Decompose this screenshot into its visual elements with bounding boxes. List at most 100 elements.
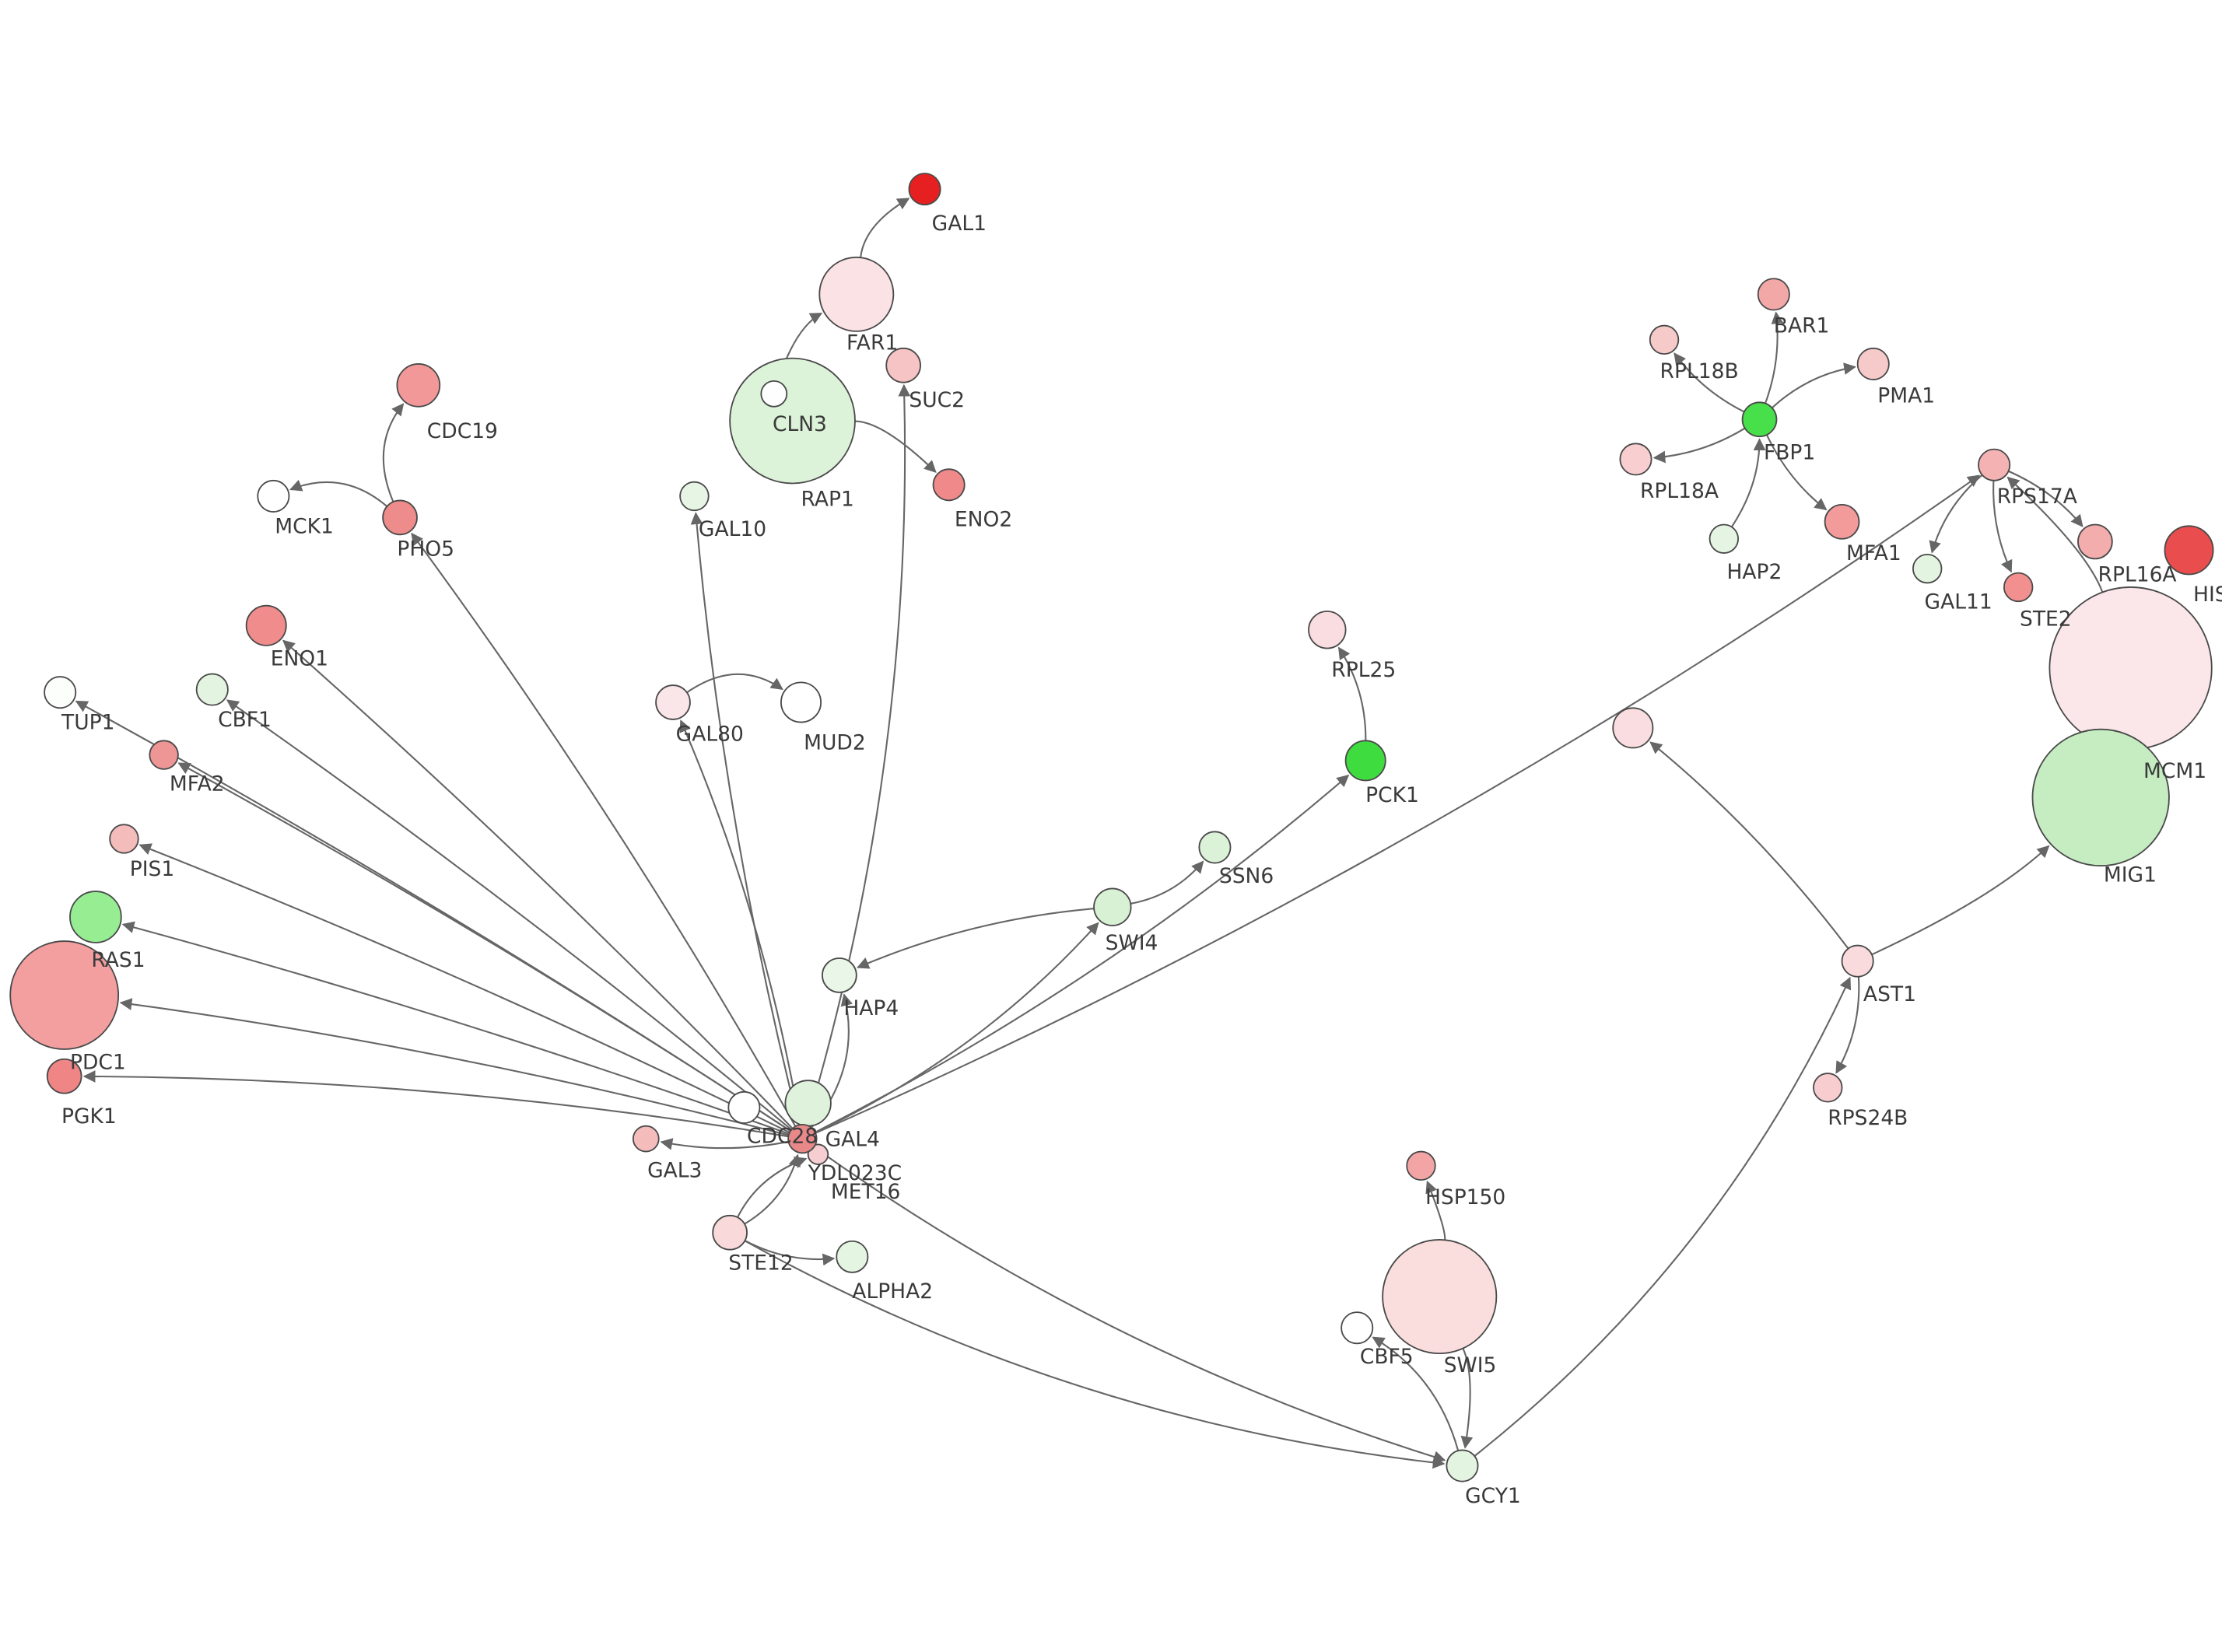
node-MCM1[interactable] (2049, 586, 2213, 751)
node-GCY1[interactable] (1446, 1449, 1479, 1482)
node-RPL18B[interactable] (1649, 324, 1680, 355)
edge-MCM1-RPS17A[interactable] (2006, 476, 2104, 593)
edge-FBP1-MFA1[interactable] (1765, 434, 1828, 511)
edge-GAL4-SUC2[interactable] (805, 383, 911, 1125)
node-FAR1[interactable] (818, 256, 895, 332)
node-HAP4[interactable] (822, 957, 857, 993)
edge-PHO5-MCK1[interactable] (289, 479, 388, 507)
node-GAL10[interactable] (679, 481, 710, 512)
node-PCK1[interactable] (1344, 740, 1386, 782)
edge-GAL80-MUD2[interactable] (686, 673, 783, 694)
node-FBP1[interactable] (1741, 401, 1778, 438)
node-SWI4[interactable] (1093, 887, 1132, 926)
node-GAL80[interactable] (655, 684, 691, 720)
edge-FBP1-BAR1[interactable] (1765, 311, 1784, 404)
node-ENO2[interactable] (932, 468, 966, 502)
node-STE2[interactable] (2003, 572, 2034, 603)
edge-GAL4-CBF1[interactable] (226, 699, 792, 1131)
node-HAP2[interactable] (1709, 523, 1740, 554)
edge-AST1-MIG1[interactable] (1871, 845, 2050, 956)
node-GAL11[interactable] (1912, 553, 1943, 584)
node-N1[interactable] (1612, 707, 1654, 749)
edge-HAP2-FBP1[interactable] (1730, 438, 1766, 527)
node-SWI5[interactable] (1382, 1238, 1498, 1355)
node-HIS4[interactable] (2164, 525, 2214, 576)
node-label-PIS1: PIS1 (130, 857, 174, 881)
edge-RAP1-ENO2[interactable] (854, 420, 937, 473)
edge-FBP1-PMA1[interactable] (1771, 362, 1856, 409)
edge-GAL4-MFA2[interactable] (177, 762, 791, 1132)
edge-FAR1-GAL1[interactable] (860, 198, 910, 258)
edge-RPS17A-GAL11[interactable] (1929, 474, 1983, 554)
node-PHO5[interactable] (382, 499, 418, 536)
edge-GAL4-GCY1[interactable] (813, 1146, 1446, 1463)
edge-AST1-RPS24B[interactable] (1835, 976, 1860, 1074)
node-MFA1[interactable] (1824, 503, 1860, 540)
edge-STE12-GCY1[interactable] (744, 1240, 1446, 1469)
edge-RPS17A-STE2[interactable] (1992, 480, 2013, 573)
edge-GAL4-GAL10[interactable] (690, 512, 800, 1125)
node-STE12[interactable] (712, 1214, 748, 1251)
node-RPL16A[interactable] (2077, 523, 2113, 560)
node-label-MFA2: MFA2 (170, 772, 225, 796)
node-PDC1[interactable] (9, 940, 120, 1050)
edge-SWI5-GCY1[interactable] (1460, 1348, 1474, 1449)
node-CBF1[interactable] (195, 673, 229, 706)
node-RPS17A[interactable] (1978, 448, 2011, 481)
edge-SWI4-SSN6[interactable] (1130, 860, 1204, 905)
edge-GAL4-PIS1[interactable] (138, 843, 790, 1134)
node-MCK1[interactable] (257, 479, 290, 513)
node-CBF5[interactable] (1341, 1311, 1374, 1345)
edge-STE12-YDL023C[interactable] (737, 1157, 808, 1218)
node-GAL1[interactable] (908, 173, 941, 206)
edge-GAL4-ENO1[interactable] (282, 639, 794, 1129)
edge-PHO5-CDC19[interactable] (382, 403, 405, 502)
edge-FBP1-RPL18B[interactable] (1674, 352, 1745, 413)
node-HSP150[interactable] (1406, 1150, 1436, 1181)
node-SSN6[interactable] (1198, 831, 1232, 864)
node-CDC28[interactable] (727, 1090, 761, 1124)
node-RAS1[interactable] (69, 891, 122, 943)
node-CLN3[interactable] (760, 380, 788, 408)
node-GAL3[interactable] (632, 1125, 660, 1153)
node-ALPHA2[interactable] (836, 1240, 869, 1273)
node-MET16[interactable] (784, 1080, 832, 1127)
edge-AST1-N1[interactable] (1649, 741, 1849, 950)
node-PIS1[interactable] (109, 824, 139, 854)
edge-RPS17A-RPL16A[interactable] (2008, 470, 2084, 527)
edge-GAL4-GAL80[interactable] (679, 719, 801, 1125)
edge-GAL4-PGK1[interactable] (82, 1070, 789, 1138)
node-MFA2[interactable] (149, 740, 179, 770)
edge-SWI5-HSP150[interactable] (1425, 1180, 1446, 1241)
node-GAL4[interactable] (787, 1123, 818, 1154)
edge-GAL4-PHO5[interactable] (411, 532, 797, 1127)
edge-GCY1-AST1[interactable] (1474, 976, 1852, 1457)
node-label-CBF5: CBF5 (1360, 1345, 1414, 1369)
node-PGK1[interactable] (46, 1058, 82, 1094)
node-TUP1[interactable] (44, 676, 77, 709)
edge-GAL4-PDC1[interactable] (119, 998, 789, 1136)
node-RPS24B[interactable] (1813, 1073, 1843, 1103)
node-PMA1[interactable] (1856, 347, 1890, 380)
edge-GAL4-RPS17A[interactable] (815, 474, 1981, 1134)
node-SUC2[interactable] (885, 347, 921, 383)
edge-FBP1-RPL18A[interactable] (1652, 427, 1746, 464)
node-AST1[interactable] (1841, 944, 1874, 978)
edge-GAL4-GAL3[interactable] (660, 1138, 789, 1150)
edge-GCY1-CBF5[interactable] (1372, 1336, 1460, 1451)
node-BAR1[interactable] (1757, 278, 1790, 311)
edge-PCK1-RPL25[interactable] (1337, 646, 1367, 741)
edge-GAL4-SWI4[interactable] (815, 922, 1099, 1134)
node-YDL023C[interactable] (807, 1143, 829, 1165)
node-label-HSP150: HSP150 (1425, 1185, 1505, 1209)
edge-GAL4-RAS1[interactable] (121, 921, 790, 1135)
node-MUD2[interactable] (780, 681, 822, 723)
node-MIG1[interactable] (2031, 728, 2170, 867)
edge-GAL4-PCK1[interactable] (815, 774, 1350, 1133)
node-RPL18A[interactable] (1619, 443, 1652, 476)
node-CDC19[interactable] (396, 363, 441, 408)
edge-SWI4-HAP4[interactable] (857, 908, 1095, 969)
node-ENO1[interactable] (245, 604, 287, 646)
node-RPL25[interactable] (1308, 611, 1347, 649)
